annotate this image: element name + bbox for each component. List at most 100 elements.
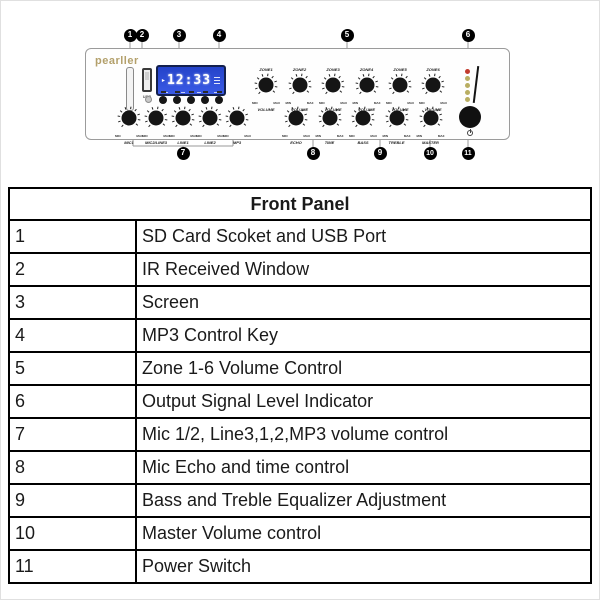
mp3-key-icon bbox=[216, 91, 222, 93]
knob-bottom-label: VOLUME bbox=[290, 106, 309, 112]
knob-dial[interactable] bbox=[253, 72, 279, 103]
knob-bottom-label: LINE1 bbox=[177, 139, 189, 145]
knob-top-label: ZONE6 bbox=[426, 67, 440, 72]
knob-dial[interactable] bbox=[320, 72, 346, 103]
callout-6: 6 bbox=[461, 28, 475, 42]
knob-dial[interactable] bbox=[283, 105, 309, 136]
mp3-key-icon bbox=[160, 91, 166, 93]
knob-bottom-label: MP3 bbox=[232, 139, 242, 145]
callout-2: 2 bbox=[135, 28, 149, 42]
level-led bbox=[465, 76, 470, 81]
knob-bottom-label: VOLUME bbox=[424, 106, 442, 112]
sd-card-slot[interactable] bbox=[126, 67, 134, 111]
knob-top-label: ZONE3 bbox=[326, 67, 340, 72]
row-description-cell: Screen bbox=[135, 285, 592, 320]
screen-time: 12:33 bbox=[166, 73, 212, 88]
row-description-cell: Bass and Treble Equalizer Adjustment bbox=[135, 483, 592, 518]
knob-dial[interactable] bbox=[317, 105, 343, 136]
row-number-cell: 5 bbox=[8, 351, 137, 386]
mp3-control-key[interactable] bbox=[201, 96, 209, 104]
mp3-control-key[interactable] bbox=[173, 96, 181, 104]
power-icon bbox=[467, 129, 473, 136]
row-number-cell: 8 bbox=[8, 450, 137, 485]
row-description-cell: IR Received Window bbox=[135, 252, 592, 287]
play-icon: ▸ bbox=[161, 77, 165, 84]
level-led bbox=[465, 90, 470, 95]
level-led bbox=[465, 69, 470, 74]
screen-status-icons bbox=[214, 76, 221, 85]
knob-dial[interactable] bbox=[287, 72, 313, 103]
knob-dial[interactable] bbox=[350, 105, 376, 136]
ir-receiver-window bbox=[145, 96, 152, 103]
callout-11: 11 bbox=[461, 146, 475, 160]
knob-dial[interactable] bbox=[418, 105, 444, 136]
power-switch[interactable] bbox=[459, 106, 481, 128]
knob-dial[interactable] bbox=[197, 105, 223, 136]
knob-dial[interactable] bbox=[384, 105, 410, 136]
knob-bottom-label: MASTER bbox=[422, 139, 439, 145]
knob-dial[interactable] bbox=[224, 105, 250, 136]
knob-dial[interactable] bbox=[116, 105, 142, 136]
mp3-control-key[interactable] bbox=[187, 96, 195, 104]
callout-5: 5 bbox=[340, 28, 354, 42]
mp3-key-icon bbox=[174, 91, 180, 93]
knob-bottom-label: VOLUME bbox=[391, 106, 409, 112]
knob-dial[interactable] bbox=[354, 72, 380, 103]
knob-bottom-label: LINE2 bbox=[204, 139, 216, 145]
mp3-control-key[interactable] bbox=[215, 96, 223, 104]
knob-dial[interactable] bbox=[143, 105, 169, 136]
row-number-cell: 3 bbox=[8, 285, 137, 320]
row-number-cell: 2 bbox=[8, 252, 137, 287]
row-description-cell: Zone 1-6 Volume Control bbox=[135, 351, 592, 386]
screen-mode-labels bbox=[164, 91, 218, 93]
callout-1: 1 bbox=[123, 28, 137, 42]
knob-dial[interactable] bbox=[170, 105, 196, 136]
knob-bottom-label: VOLUME bbox=[357, 106, 376, 112]
knob-dial[interactable] bbox=[387, 72, 413, 103]
knob-bottom-label: ECHO bbox=[290, 139, 302, 145]
row-description-cell: MP3 Control Key bbox=[135, 318, 592, 353]
mp3-control-key[interactable] bbox=[159, 96, 167, 104]
table-title: Front Panel bbox=[8, 187, 592, 221]
knob-dial[interactable] bbox=[420, 72, 446, 103]
mp3-key-icon bbox=[188, 91, 194, 93]
amplifier-front-panel: pearller SD USB ▸ 12:33 ZONE1MINMAXVOLUM… bbox=[85, 48, 510, 145]
row-description-cell: Mic 1/2, Line3,1,2,MP3 volume control bbox=[135, 417, 592, 452]
row-number-cell: 4 bbox=[8, 318, 137, 353]
usb-port[interactable] bbox=[142, 68, 152, 92]
